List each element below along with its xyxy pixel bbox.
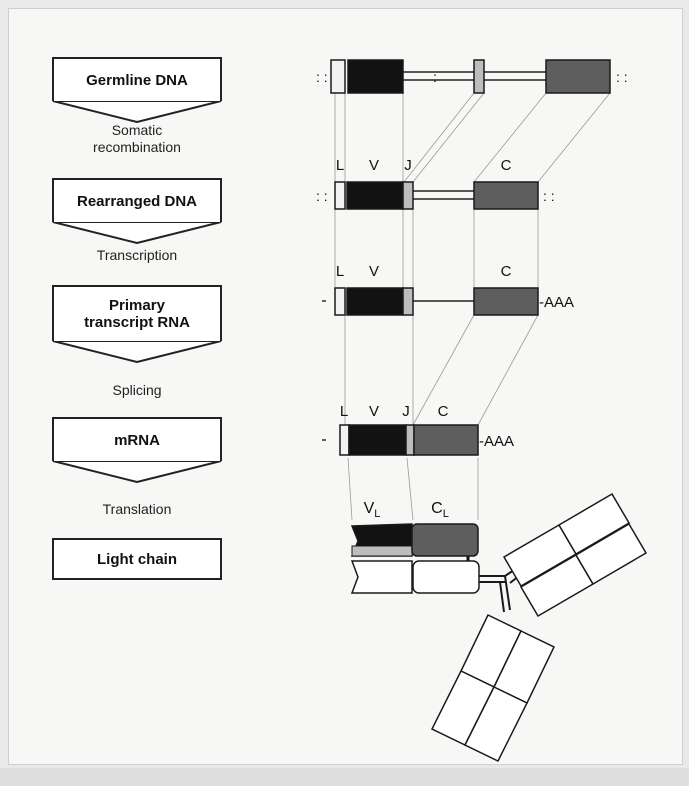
- variable-segment: [347, 288, 403, 315]
- leader-segment: [335, 288, 345, 315]
- segment-label-j: J: [402, 403, 410, 420]
- break-mark-middle: :: [433, 69, 437, 85]
- mrna-row: L V J C -AAA: [322, 403, 514, 455]
- constant-segment: [474, 288, 538, 315]
- leader-segment: [340, 425, 349, 455]
- cl-label: CL: [431, 500, 449, 520]
- heavy-chain-variable-domain: [352, 561, 412, 593]
- rearranged-dna-row: L V J C : : : :: [316, 157, 555, 209]
- segment-label-l: L: [336, 157, 344, 174]
- constant-segment: [546, 60, 610, 93]
- light-chain-constant-domain: [412, 524, 478, 556]
- break-mark-right: : :: [616, 69, 628, 85]
- segment-label-c: C: [501, 157, 512, 174]
- antibody-illustration: VL CL: [352, 494, 646, 761]
- break-mark-left: : :: [316, 188, 328, 204]
- variable-segment: [348, 60, 403, 93]
- variable-segment: [349, 425, 406, 455]
- segment-label-j: J: [404, 157, 412, 174]
- vl-label: VL: [364, 500, 381, 520]
- leader-segment: [335, 182, 345, 209]
- segment-label-v: V: [369, 403, 379, 420]
- poly-a-tail: -AAA: [479, 433, 514, 450]
- break-mark-right: : :: [543, 188, 555, 204]
- germline-dna-row: L V J C : : : : :: [316, 60, 628, 93]
- joining-segment: [406, 425, 414, 455]
- segment-label-l: L: [340, 403, 348, 420]
- segment-label-c: C: [438, 403, 449, 420]
- segment-label-c: C: [501, 263, 512, 280]
- joining-segment: [403, 182, 413, 209]
- poly-a-tail: -AAA: [539, 294, 574, 311]
- joining-segment: [474, 60, 484, 93]
- constant-segment: [474, 182, 538, 209]
- variable-segment: [347, 182, 403, 209]
- heavy-chain-constant-domain: [413, 561, 479, 593]
- break-mark-left: : :: [316, 69, 328, 85]
- segment-label-v: V: [369, 263, 379, 280]
- segment-label-v: V: [369, 157, 379, 174]
- leader-segment: [331, 60, 345, 93]
- fc-arm: [432, 615, 554, 761]
- constant-segment: [414, 425, 478, 455]
- upper-fab-arm: [504, 494, 646, 616]
- segment-label-l: L: [336, 263, 344, 280]
- joining-segment: [403, 288, 413, 315]
- primary-transcript-row: L V C -AAA: [322, 263, 574, 315]
